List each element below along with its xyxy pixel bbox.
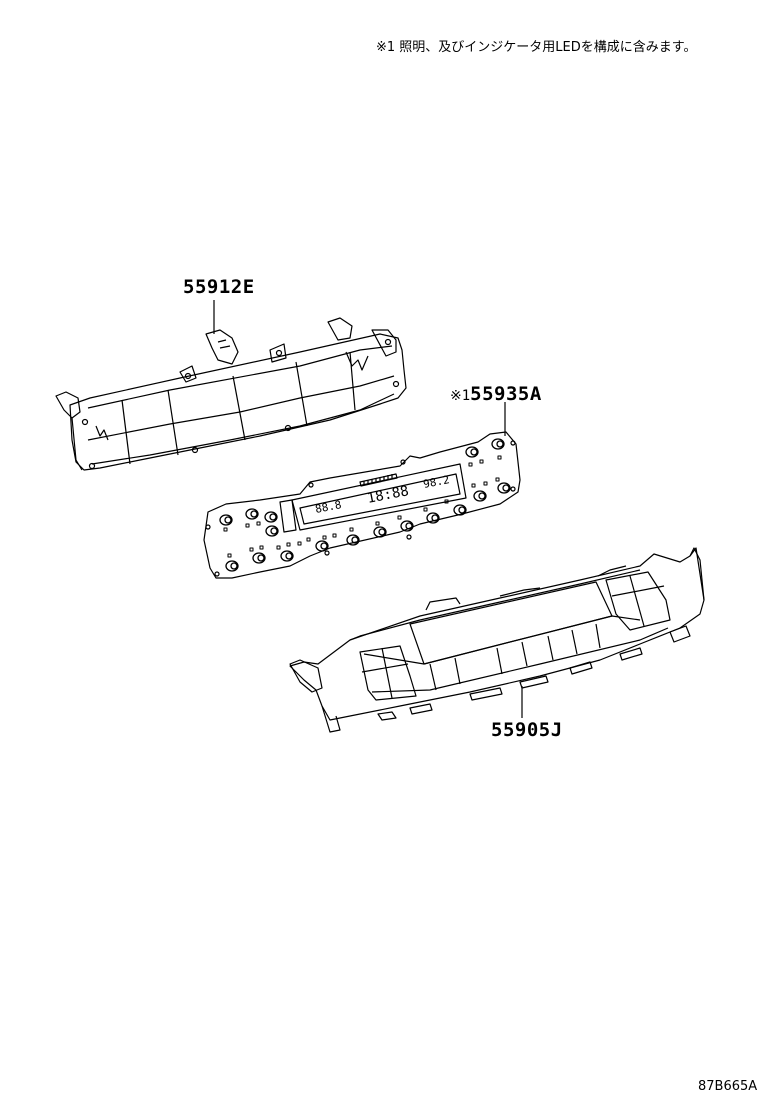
part-label-bracket: 55912E bbox=[183, 276, 255, 298]
readout-center: 18:88 bbox=[366, 483, 410, 507]
control-panel-drawing bbox=[290, 548, 704, 732]
footnote: ※1 照明、及びインジケータ用LEDを構成に含みます。 bbox=[376, 40, 697, 55]
part-number: 55935A bbox=[470, 383, 542, 405]
bracket-drawing bbox=[56, 300, 406, 470]
part-number: 55905J bbox=[491, 719, 563, 741]
circuit-board-drawing bbox=[204, 402, 520, 578]
part-label-control-panel: 55905J bbox=[491, 719, 563, 741]
readout-right: 98.2 bbox=[422, 473, 450, 491]
part-number: 55912E bbox=[183, 276, 255, 298]
figure-code: 87B665A bbox=[698, 1079, 758, 1094]
note-mark: ※1 bbox=[450, 388, 471, 404]
readout-left: 88.8 bbox=[314, 498, 342, 516]
part-label-circuit-board: ※155935A bbox=[450, 383, 542, 405]
lcd-readouts: 88.8 18:88 98.2 bbox=[314, 473, 450, 516]
